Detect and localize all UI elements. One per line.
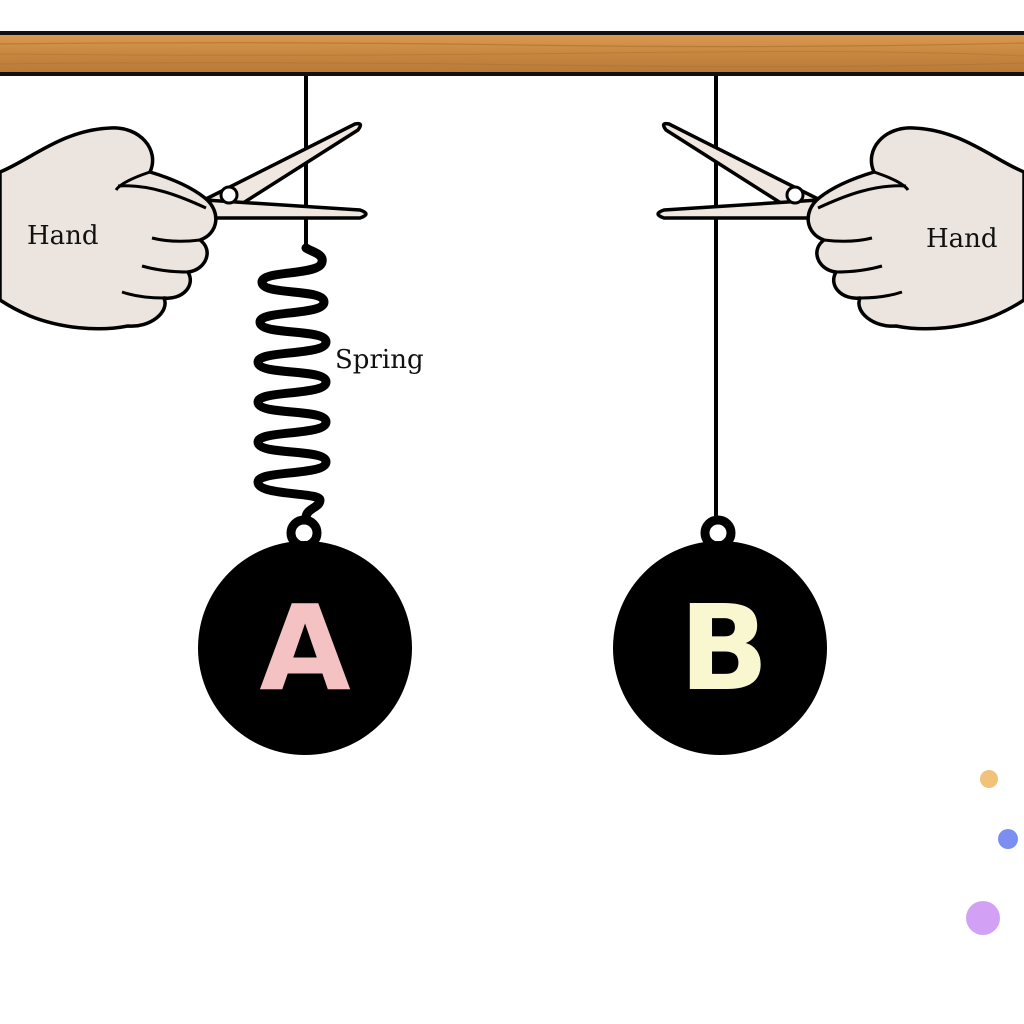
scissor-left-pivot [219, 185, 239, 205]
label-spring: Spring [335, 345, 424, 375]
ball-a-body [198, 541, 412, 755]
scissor-right-blade-upper [661, 121, 826, 207]
spring [253, 243, 331, 523]
scissor-right-blade-lower [656, 198, 821, 220]
scissor-right-pivot [785, 185, 805, 205]
label-hand-left: Hand [27, 221, 99, 251]
ceiling-beam [0, 31, 1024, 76]
hand-left: Hand [0, 121, 368, 331]
hand-right-body [806, 126, 1024, 331]
scissor-left-blade-upper [198, 121, 363, 207]
ball-b-body [613, 541, 827, 755]
hand-left-body [0, 126, 218, 331]
scissor-left-blade-lower [203, 198, 368, 220]
decor-dot-orange [980, 770, 998, 788]
decor-dot-blue [998, 829, 1018, 849]
ball-a: A [198, 515, 412, 755]
hand-right [656, 121, 1024, 331]
decor-dot-violet [966, 901, 1000, 935]
ball-b: B [613, 515, 827, 755]
label-hand-right: Hand [926, 224, 998, 254]
ball-a-letter: A [259, 579, 350, 717]
ball-b-letter: B [679, 579, 769, 717]
